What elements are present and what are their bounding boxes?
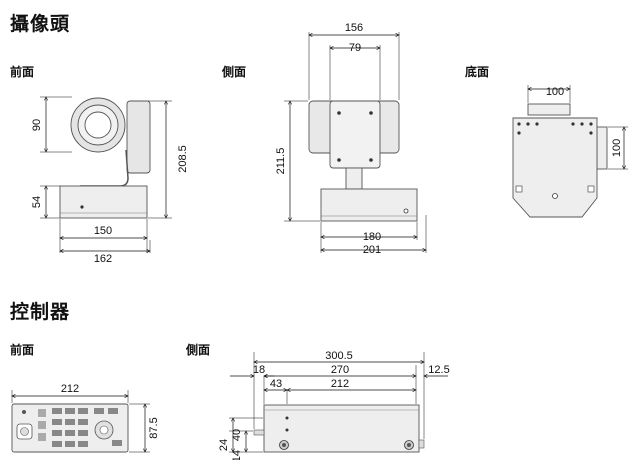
dim-label: 43 [270,378,282,390]
dim-label: 156 [345,22,363,34]
dim-label: 87.5 [148,417,160,438]
controller-front-drawing: 212 87.5 [12,383,160,452]
dim-label: 79 [349,42,361,54]
camera-side-drawing: 156 79 211.5 180 201 [275,22,426,256]
dim-label: 212 [331,378,349,390]
dim-label: 18 [253,364,265,376]
dim-label: 162 [94,253,112,265]
dim-label: 100 [546,86,564,98]
controller-side-drawing: 300.5 18 270 12.5 43 212 40 24 14 [218,350,450,460]
controller-section-title: 控制器 [10,301,71,323]
controller-front-view-label: 前面 [10,343,35,357]
camera-section-title: 攝像頭 [10,13,71,35]
dim-label: 201 [363,244,381,256]
dim-label: 300.5 [325,350,353,362]
dim-label: 150 [94,225,112,237]
dim-label: 90 [31,119,43,131]
dim-label: 12.5 [428,364,449,376]
camera-side-view-label: 側面 [222,65,247,79]
camera-bottom-drawing: 100 100 [512,85,628,218]
camera-front-drawing: 90 54 208.5 150 162 [31,97,189,265]
dim-label: 40 [231,429,243,441]
dim-label: 54 [31,196,43,208]
controller-side-view-label: 側面 [186,343,211,357]
dim-label: 24 [218,439,230,451]
dim-label: 270 [331,364,349,376]
dim-label: 14 [231,450,243,460]
camera-front-view-label: 前面 [10,65,35,79]
dim-label: 180 [363,231,381,243]
dim-label: 211.5 [275,148,287,175]
camera-bottom-view-label: 底面 [465,65,490,79]
dim-label: 212 [61,383,79,395]
dim-label: 100 [611,139,623,157]
dim-label: 208.5 [177,145,189,173]
